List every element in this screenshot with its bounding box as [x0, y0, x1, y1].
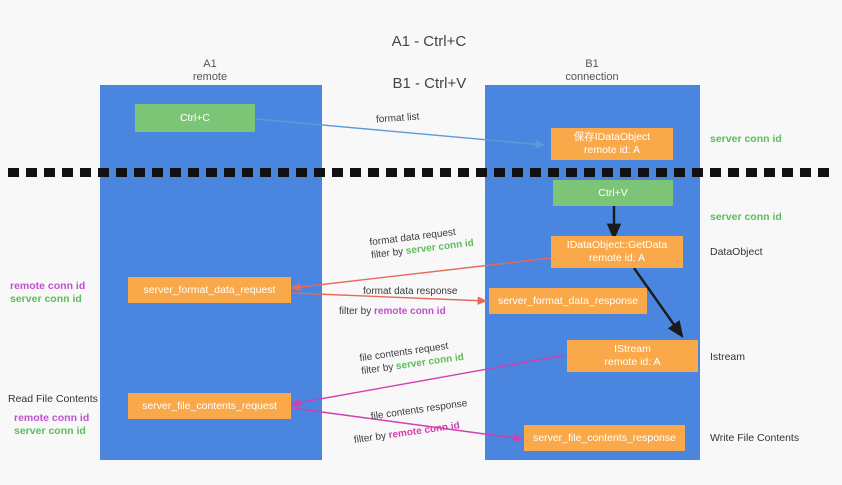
- box-server-file-contents-request[interactable]: server_file_contents_request: [128, 393, 291, 419]
- caption-file-contents-request: file contents request filter by server c…: [359, 338, 465, 378]
- box-server-format-data-request[interactable]: server_format_data_request: [128, 277, 291, 303]
- box-server-format-data-request-label: server_format_data_request: [143, 283, 276, 296]
- caption-format-data-response-line1: format data response: [363, 286, 458, 297]
- right-label-dataobject: DataObject: [710, 246, 763, 258]
- box-getdata-line1: IDataObject::GetData: [566, 239, 668, 251]
- column-header-b1: B1 connection: [512, 58, 672, 84]
- title-line-1: A1 - Ctrl+C: [391, 33, 467, 50]
- left-label-remote-conn-id-top: remote conn id: [10, 280, 86, 292]
- column-b1-subtitle: connection: [565, 71, 619, 83]
- box-ctrl-v[interactable]: Ctrl+V: [553, 180, 673, 206]
- phase-divider: [8, 168, 834, 177]
- right-label-write-file-contents: Write File Contents: [710, 432, 800, 444]
- right-label-server-conn-id-mid: server conn id: [710, 211, 782, 223]
- box-getdata-line2: remote id: A: [588, 252, 646, 264]
- box-idataobject[interactable]: 保存IDataObject remote id: A: [551, 128, 673, 160]
- caption-fdresp-prefix: filter by: [339, 306, 375, 317]
- caption-file-contents-response: file contents response filter by remote …: [350, 397, 471, 447]
- box-ctrl-c[interactable]: Ctrl+C: [135, 104, 255, 132]
- caption-fcresp-value: remote conn id: [387, 420, 461, 442]
- box-server-format-data-response[interactable]: server_format_data_response: [489, 288, 647, 314]
- left-label-server-conn-id-bottom: server conn id: [14, 425, 86, 437]
- caption-format-data-request: format data request filter by server con…: [369, 224, 475, 262]
- column-a1-subtitle: remote: [192, 71, 228, 83]
- column-b1-name: B1: [585, 58, 599, 70]
- right-label-server-conn-id-top: server conn id: [710, 133, 782, 145]
- caption-fcresp-prefix: filter by: [353, 430, 390, 447]
- box-idataobject-line1: 保存IDataObject: [573, 131, 651, 143]
- page-title: A1 - Ctrl+C B1 - Ctrl+V: [0, 10, 842, 115]
- box-istream-line2: remote id: A: [604, 356, 661, 368]
- left-label-read-file-contents: Read File Contents: [8, 393, 98, 405]
- box-ctrl-c-label: Ctrl+C: [179, 111, 211, 124]
- box-ctrl-v-label: Ctrl+V: [598, 186, 628, 199]
- left-label-server-conn-id-top: server conn id: [10, 293, 82, 305]
- box-server-file-contents-request-label: server_file_contents_request: [142, 399, 277, 412]
- right-label-istream: Istream: [710, 351, 746, 363]
- column-header-a1: A1 remote: [130, 58, 290, 84]
- box-server-format-data-response-label: server_format_data_response: [497, 294, 639, 307]
- caption-fdreq-prefix: filter by: [370, 246, 407, 262]
- title-line-2: B1 - Ctrl+V: [392, 75, 467, 92]
- caption-format-data-response: format data response filter by remote co…: [339, 285, 458, 318]
- left-label-remote-conn-id-bottom: remote conn id: [14, 412, 90, 424]
- caption-fdresp-value: remote conn id: [374, 306, 446, 317]
- box-getdata[interactable]: IDataObject::GetData remote id: A: [551, 236, 683, 268]
- box-server-file-contents-response[interactable]: server_file_contents_response: [524, 425, 685, 451]
- caption-format-data-response-line2: filter by remote conn id: [339, 298, 458, 318]
- caption-fcreq-prefix: filter by: [360, 361, 397, 378]
- column-a1-name: A1: [203, 58, 217, 70]
- box-server-file-contents-response-label: server_file_contents_response: [532, 431, 676, 444]
- box-idataobject-line2: remote id: A: [583, 144, 641, 156]
- caption-format-list-text: format list: [375, 111, 420, 126]
- box-istream[interactable]: IStream remote id: A: [567, 340, 698, 372]
- box-istream-line1: IStream: [614, 343, 651, 355]
- caption-format-list: format list: [376, 111, 420, 127]
